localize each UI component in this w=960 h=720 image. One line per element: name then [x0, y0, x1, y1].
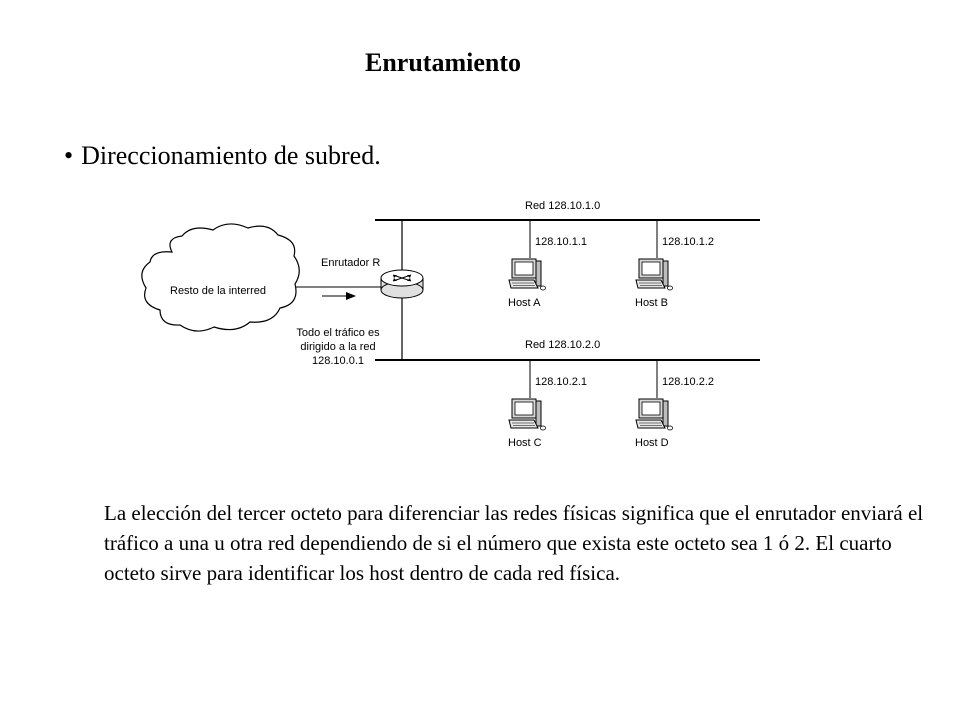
router-note-line3: 128.10.0.1: [312, 355, 364, 367]
router-note-line2: dirigido a la red: [300, 341, 375, 353]
network-2-label: Red 128.10.2.0: [525, 339, 600, 351]
router-note-line1: Todo el tráfico es: [296, 327, 380, 339]
host-c-computer-icon: [508, 398, 546, 431]
bullet-point: •Direccionamiento de subred.: [64, 141, 381, 171]
cloud-label: Resto de la interred: [170, 285, 266, 297]
host-d-computer-icon: [635, 398, 673, 431]
host-c-name: Host C: [508, 437, 542, 449]
host-d-name: Host D: [635, 437, 669, 449]
host-c-ip: 128.10.2.1: [535, 376, 587, 388]
router-icon: [380, 269, 424, 299]
cloud-shape: [141, 223, 300, 332]
host-b-ip: 128.10.1.2: [662, 236, 714, 248]
host-a-ip: 128.10.1.1: [535, 236, 587, 248]
host-d-ip: 128.10.2.2: [662, 376, 714, 388]
bullet-text: Direccionamiento de subred.: [81, 141, 381, 170]
host-b-name: Host B: [635, 297, 668, 309]
network-1-label: Red 128.10.1.0: [525, 200, 600, 212]
traffic-arrow-head: [346, 292, 356, 300]
bullet-mark: •: [64, 141, 74, 170]
slide-title: Enrutamiento: [365, 48, 521, 77]
host-a-computer-icon: [508, 258, 546, 291]
host-a-name: Host A: [508, 297, 541, 309]
router-label: Enrutador R: [321, 257, 380, 269]
description-paragraph: La elección del tercer octeto para difer…: [104, 501, 924, 585]
host-b-computer-icon: [635, 258, 673, 291]
